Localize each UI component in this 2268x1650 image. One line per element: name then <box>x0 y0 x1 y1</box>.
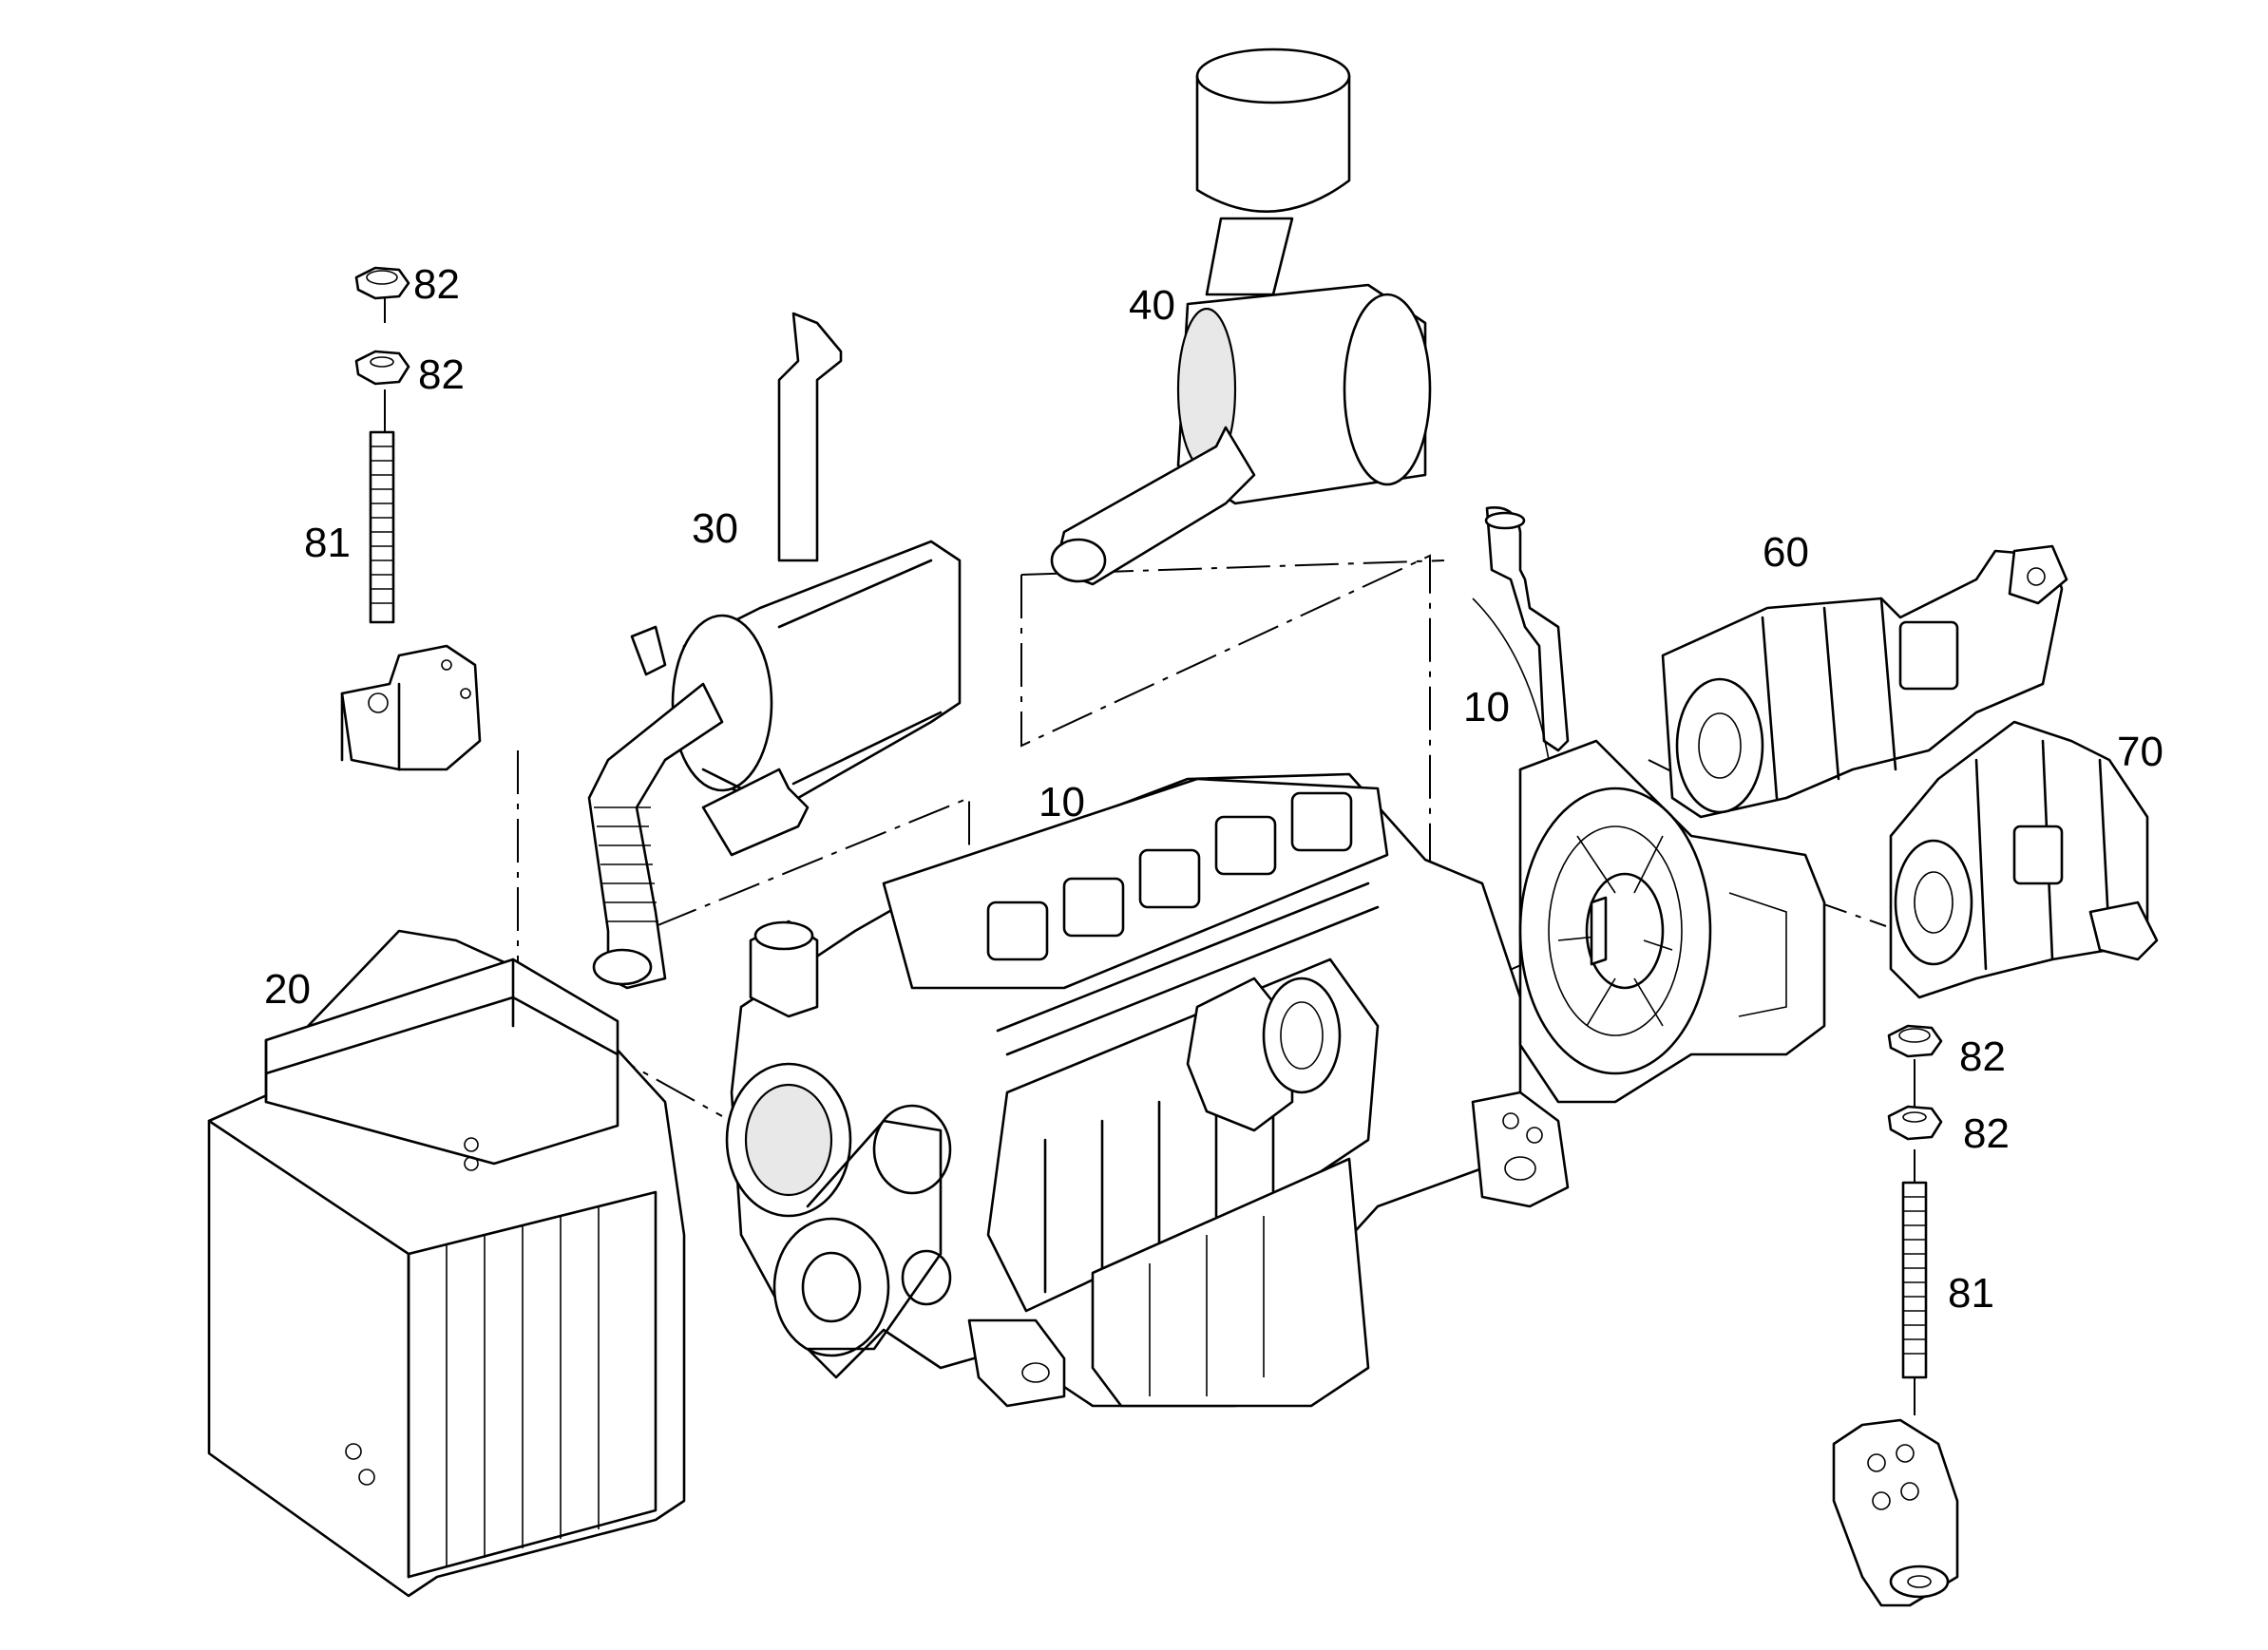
upper-mount-hardware <box>340 266 482 771</box>
callout-pump-60: 60 <box>1763 529 1809 576</box>
engine-mount-bracket-lower <box>1832 1418 1959 1607</box>
stud-lower <box>1901 1181 1928 1379</box>
callout-silencer: 30 <box>692 505 738 552</box>
nut-upper-2 <box>354 350 410 386</box>
radiator <box>207 929 686 1598</box>
nut-upper-1 <box>354 266 410 300</box>
lower-mount-hardware <box>1832 1024 1959 1607</box>
callout-pump-70: 70 <box>2117 729 2163 775</box>
ignition-coils <box>986 791 1353 961</box>
callout-nut-upper-1: 82 <box>413 261 460 308</box>
callout-radiator: 20 <box>264 966 311 1013</box>
hydraulic-pump-70 <box>1889 720 2159 999</box>
callout-stud-upper: 81 <box>304 520 351 566</box>
air-filter <box>1050 47 1432 586</box>
callout-engine: 10 <box>1039 779 1085 825</box>
stud-upper <box>369 430 395 624</box>
silencer <box>587 312 962 990</box>
callout-nut-upper-2: 82 <box>418 351 465 398</box>
nut-lower-2 <box>1887 1105 1943 1141</box>
nut-lower-1 <box>1887 1024 1943 1058</box>
callout-nut-lower-2: 82 <box>1963 1110 2010 1157</box>
callout-engine-flywheel: 10 <box>1463 684 1510 730</box>
engine <box>725 772 1570 1408</box>
callout-nut-lower-1: 82 <box>1959 1034 2006 1080</box>
flywheel-housing <box>1472 505 1826 1104</box>
hydraulic-pump-60 <box>1661 544 2068 819</box>
engine-mount-bracket-upper <box>340 644 482 771</box>
callout-stud-lower: 81 <box>1948 1270 1994 1317</box>
callout-air-filter: 40 <box>1129 282 1175 329</box>
